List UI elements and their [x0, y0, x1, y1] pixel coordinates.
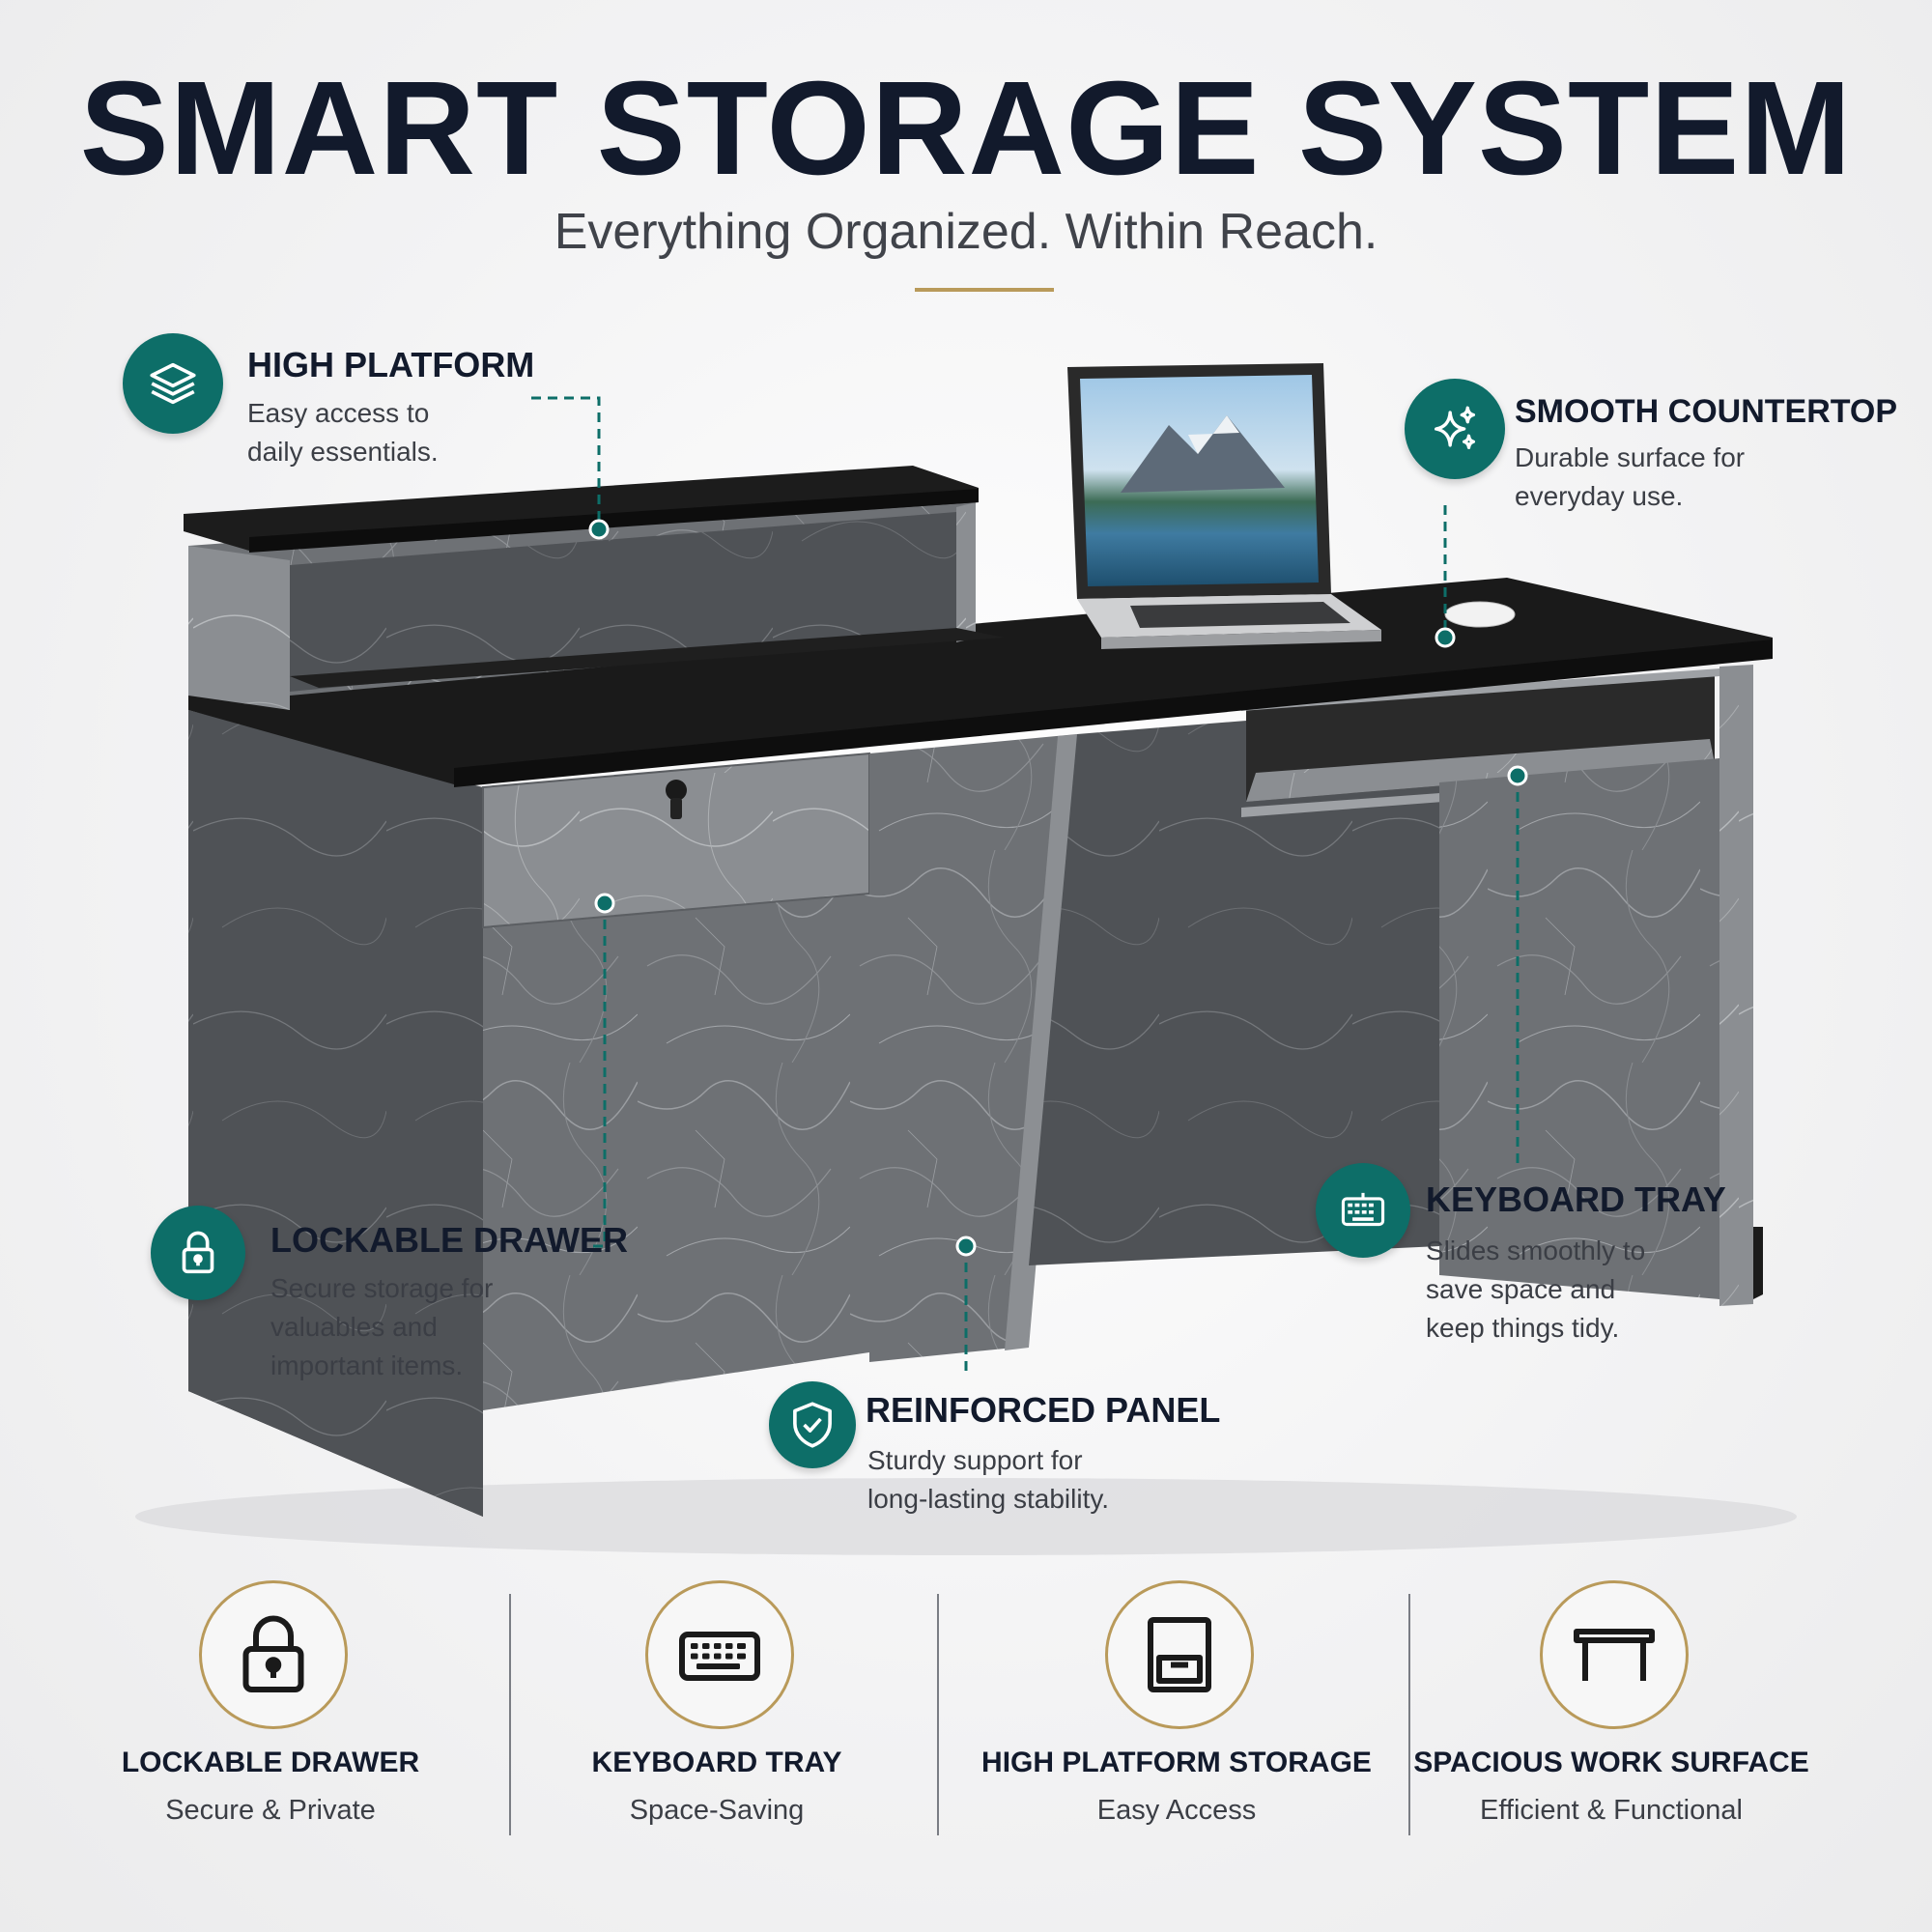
smooth-countertop-title: SMOOTH COUNTERTOP	[1515, 393, 1898, 430]
feature-divider	[1408, 1594, 1410, 1835]
drawer-cabinet-icon	[1148, 1617, 1211, 1692]
feature-lockable-drawer-title: LOCKABLE DRAWER	[121, 1747, 420, 1778]
layers-icon	[150, 362, 196, 405]
feature-lockable-drawer-icon-circle	[199, 1580, 348, 1729]
feature-lockable-drawer-subtitle: Secure & Private	[165, 1795, 376, 1826]
feature-divider	[937, 1594, 939, 1835]
feature-divider	[509, 1594, 511, 1835]
padlock-icon	[182, 1231, 214, 1274]
feature-keyboard-tray-subtitle: Space-Saving	[629, 1795, 805, 1826]
keyboard-icon	[1341, 1192, 1385, 1227]
page-subtitle: Everything Organized. Within Reach.	[554, 204, 1378, 260]
keyboard-tray-title: KEYBOARD TRAY	[1426, 1179, 1726, 1219]
shield-check-icon	[793, 1402, 832, 1448]
keyboard-icon	[679, 1632, 760, 1681]
high-platform-text: Easy access to daily essentials.	[247, 398, 439, 467]
feature-work-surface-subtitle: Efficient & Functional	[1480, 1795, 1743, 1826]
smooth-countertop-text: Durable surface for everyday use.	[1515, 442, 1746, 511]
feature-high-platform-title: HIGH PLATFORM STORAGE	[981, 1747, 1372, 1778]
reinforced-panel-text: Sturdy support for long-lasting stabilit…	[867, 1445, 1110, 1514]
high-platform-title: HIGH PLATFORM	[247, 345, 535, 384]
title-divider	[915, 288, 1054, 292]
smooth-countertop-badge	[1405, 379, 1505, 479]
feature-high-platform-icon-circle	[1105, 1580, 1254, 1729]
feature-high-platform-subtitle: Easy Access	[1096, 1795, 1257, 1826]
feature-work-surface-title: SPACIOUS WORK SURFACE	[1413, 1747, 1809, 1778]
page-title: SMART STORAGE SYSTEM	[79, 54, 1853, 203]
keyboard-tray-badge	[1316, 1163, 1410, 1258]
lockable-drawer-title: LOCKABLE DRAWER	[270, 1220, 628, 1260]
high-platform-badge	[123, 333, 223, 434]
padlock-icon	[242, 1615, 304, 1692]
feature-keyboard-tray-title: KEYBOARD TRAY	[591, 1747, 842, 1778]
reinforced-panel-title: REINFORCED PANEL	[866, 1390, 1221, 1430]
feature-keyboard-tray-icon-circle	[645, 1580, 794, 1729]
lockable-drawer-badge	[151, 1206, 245, 1300]
lockable-drawer-text: Secure storage for valuables and importa…	[270, 1273, 494, 1380]
keyboard-tray-text: Slides smoothly to save space and keep t…	[1426, 1236, 1646, 1343]
reinforced-panel-badge	[769, 1381, 856, 1468]
desk-icon	[1574, 1629, 1655, 1681]
sparkle-icon	[1434, 406, 1476, 450]
feature-work-surface-icon-circle	[1540, 1580, 1689, 1729]
